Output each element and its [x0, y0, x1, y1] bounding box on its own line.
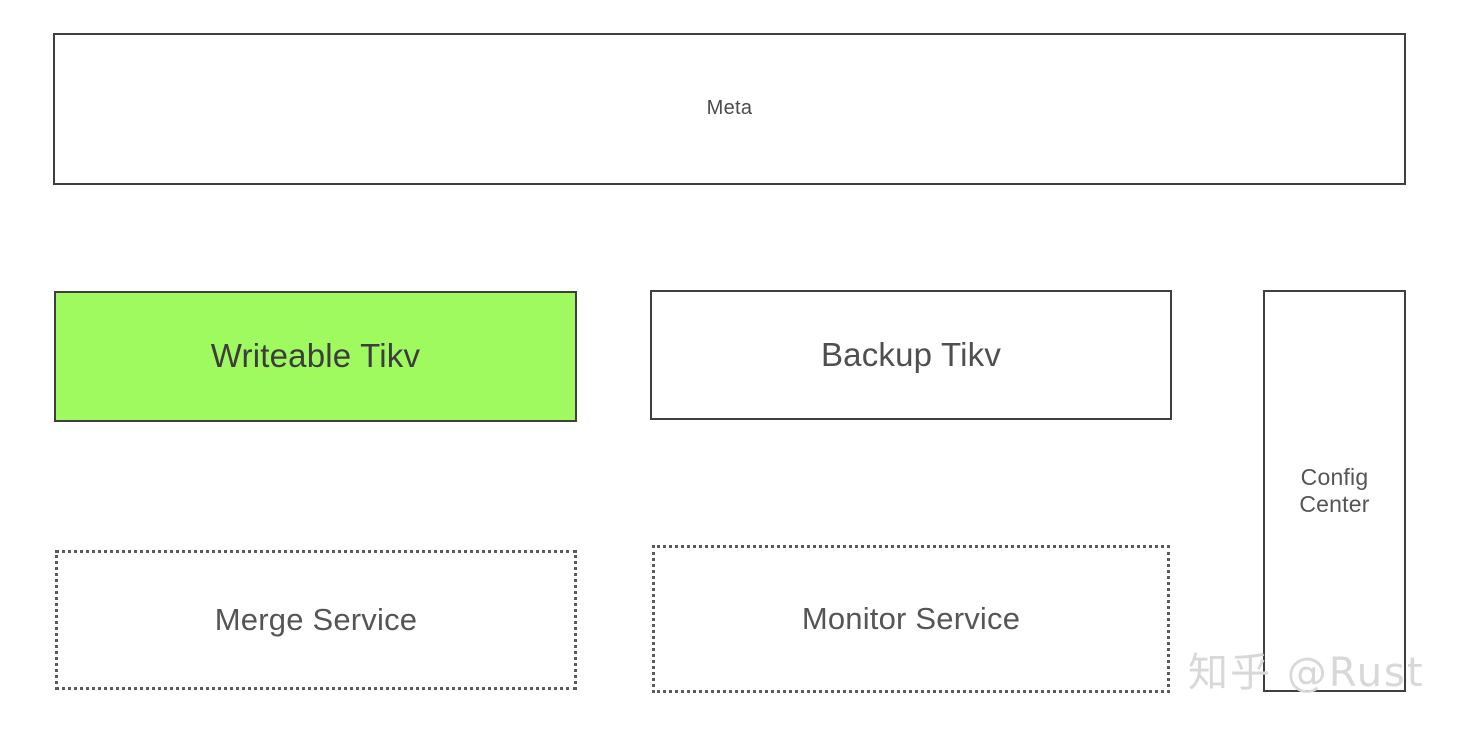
node-merge-service[interactable]: Merge Service	[55, 550, 577, 690]
node-config-center-label: Config Center	[1299, 463, 1370, 517]
node-monitor-service[interactable]: Monitor Service	[652, 545, 1170, 693]
node-backup-tikv-label: Backup Tikv	[820, 335, 1002, 373]
node-writeable-tikv-label: Writeable Tikv	[210, 337, 421, 375]
node-meta-label: Meta	[706, 97, 753, 120]
node-writeable-tikv[interactable]: Writeable Tikv	[54, 291, 577, 422]
node-monitor-service-label: Monitor Service	[801, 600, 1021, 636]
node-meta[interactable]: Meta	[53, 33, 1406, 185]
node-merge-service-label: Merge Service	[214, 601, 418, 637]
node-config-center[interactable]: Config Center	[1263, 290, 1406, 692]
node-backup-tikv[interactable]: Backup Tikv	[650, 290, 1172, 420]
